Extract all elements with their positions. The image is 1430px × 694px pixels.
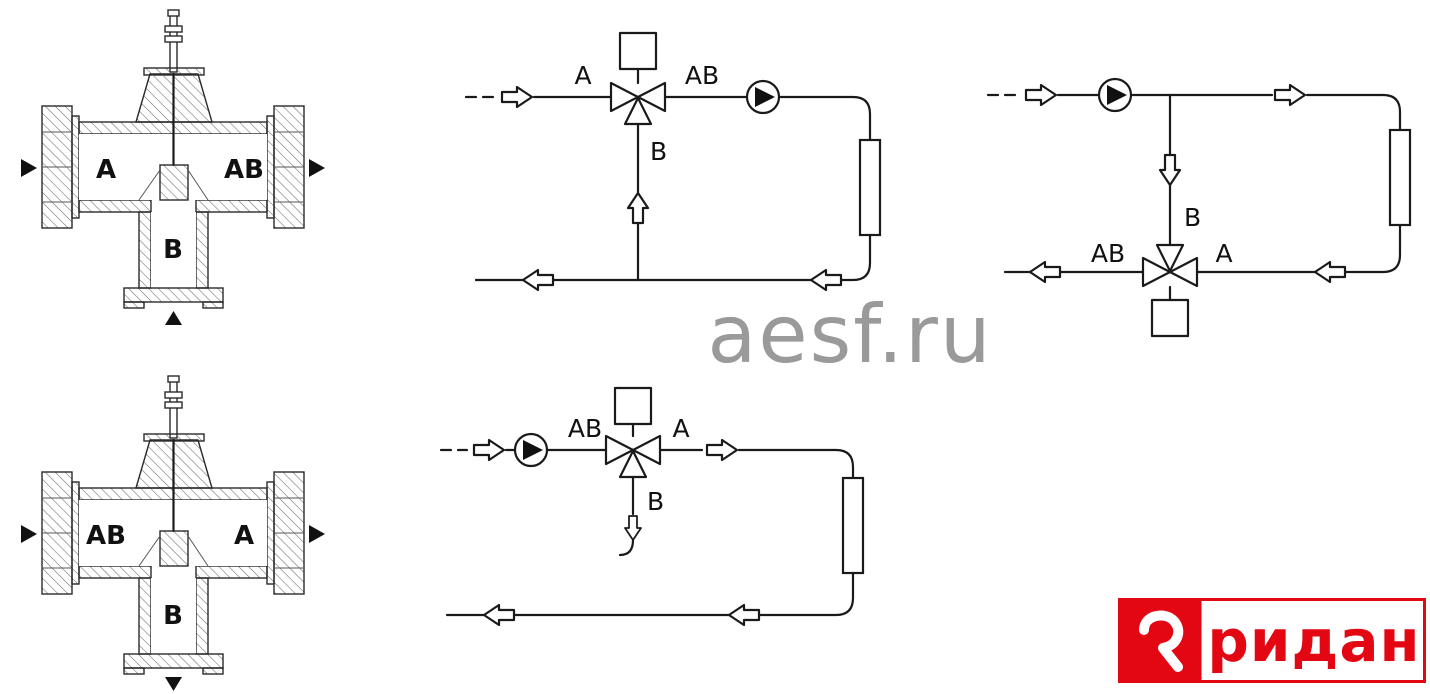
flow-arrow-icon bbox=[1158, 153, 1182, 187]
flow-arrow-icon bbox=[472, 438, 506, 462]
port-label-ab: AB bbox=[1091, 239, 1125, 268]
heat-load bbox=[841, 476, 865, 575]
pump-icon bbox=[1097, 77, 1133, 113]
actuator-box bbox=[1150, 298, 1190, 338]
brand-glyph-icon bbox=[1139, 610, 1184, 672]
flow-out-right-icon bbox=[309, 525, 325, 543]
port-label-a: A bbox=[1215, 239, 1232, 268]
brand-logo: ридан bbox=[1118, 598, 1426, 683]
flow-out-bottom-icon bbox=[165, 677, 182, 691]
flow-arrow-icon bbox=[1028, 260, 1062, 284]
flow-arrow-icon bbox=[809, 268, 843, 292]
actuator-box bbox=[618, 31, 658, 71]
heat-load bbox=[1388, 128, 1412, 227]
flow-arrow-icon bbox=[521, 268, 555, 292]
flow-arrow-icon bbox=[1313, 260, 1347, 284]
flow-arrow-icon bbox=[1273, 83, 1307, 107]
flow-out-right-icon bbox=[309, 159, 325, 177]
flow-arrow-icon bbox=[727, 603, 761, 627]
port-label-a: A bbox=[672, 414, 689, 443]
port-label-bottom: B bbox=[163, 235, 183, 265]
port-label-b: B bbox=[1184, 203, 1201, 232]
flow-in-left-icon bbox=[21, 525, 37, 543]
brand-name-text: ридан bbox=[1207, 607, 1420, 675]
schematic-diverting-return: B AB A bbox=[986, 77, 1412, 338]
heat-load bbox=[858, 138, 882, 237]
flow-arrow-icon bbox=[500, 85, 534, 109]
port-label-right: AB bbox=[224, 155, 264, 185]
three-way-valve-icon bbox=[1141, 243, 1199, 288]
flow-arrow-icon bbox=[626, 191, 650, 225]
port-label-left: A bbox=[96, 155, 116, 185]
flow-arrow-icon bbox=[624, 515, 642, 541]
flow-in-left-icon bbox=[21, 159, 37, 177]
pump-icon bbox=[745, 79, 781, 115]
port-label-b: B bbox=[650, 137, 667, 166]
actuator-box bbox=[613, 386, 653, 426]
port-label-left: AB bbox=[86, 521, 126, 551]
flow-arrow-icon bbox=[705, 438, 739, 462]
port-label-ab: AB bbox=[685, 61, 719, 90]
three-way-valve-icon bbox=[609, 81, 667, 126]
port-label-b: B bbox=[647, 487, 664, 516]
port-label-right: A bbox=[234, 521, 254, 551]
schematic-mixing-circuit: A AB B bbox=[464, 31, 882, 292]
valve-section-mixing: A AB B bbox=[21, 8, 325, 325]
valve-section-diverting: AB A B bbox=[21, 374, 325, 691]
flow-arrow-icon bbox=[482, 603, 516, 627]
port-label-ab: AB bbox=[568, 414, 602, 443]
port-label-a: A bbox=[574, 61, 591, 90]
schematic-diverting-supply: AB A B bbox=[439, 386, 865, 627]
watermark-text: aesf.ru bbox=[707, 288, 992, 381]
pump-icon bbox=[513, 432, 549, 468]
flow-in-bottom-icon bbox=[165, 311, 182, 325]
hook-tail bbox=[618, 538, 635, 557]
flow-arrow-icon bbox=[1024, 83, 1058, 107]
three-way-valve-icon bbox=[604, 434, 662, 479]
port-label-bottom: B bbox=[163, 601, 183, 631]
